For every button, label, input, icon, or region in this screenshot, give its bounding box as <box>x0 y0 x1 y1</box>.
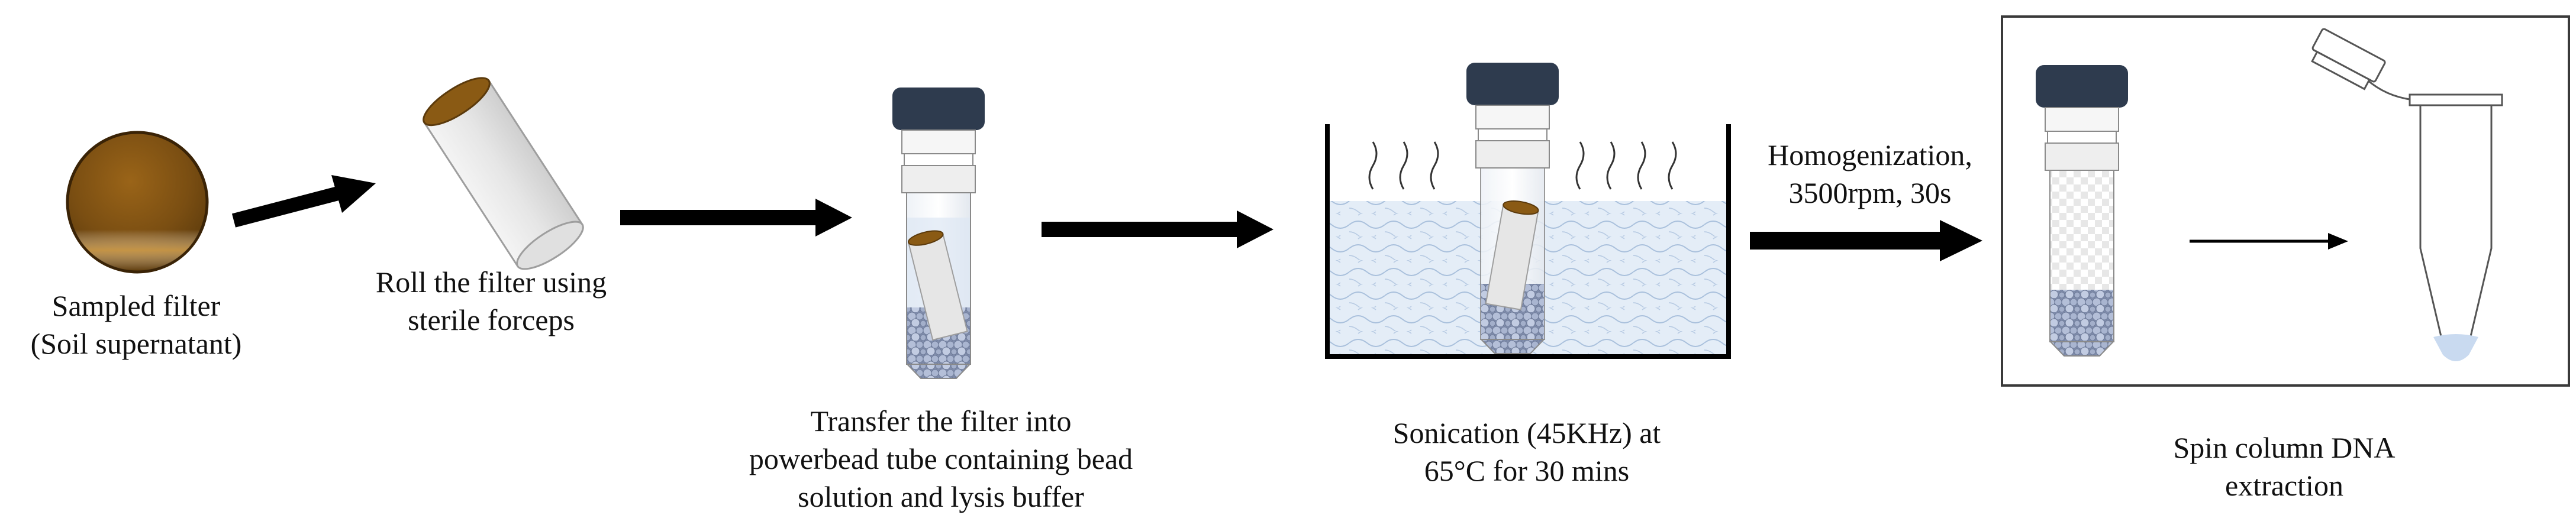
caption-line: 65°C for 30 mins <box>1424 454 1630 487</box>
arrow-4 <box>1750 220 1982 261</box>
caption-line: sterile forceps <box>408 303 575 336</box>
caption-line: Sonication (45KHz) at <box>1392 416 1661 449</box>
caption-line: Homogenization, <box>1768 138 1972 171</box>
caption-line: Spin column DNA <box>2173 431 2396 464</box>
caption-line: Transfer the filter into <box>810 404 1072 438</box>
rolled-filter <box>423 77 584 270</box>
sonication-bath <box>1325 63 1731 359</box>
caption-line: 3500rpm, 30s <box>1788 176 1952 209</box>
caption-sonication: Sonication (45KHz) at 65°C for 30 mins <box>1355 414 1698 490</box>
caption-line: Sampled filter <box>51 289 221 322</box>
caption-homogenization: Homogenization, 3500rpm, 30s <box>1740 136 2000 212</box>
caption-dna-extraction: Spin column DNA extraction <box>2107 429 2462 504</box>
steam-lines <box>1368 141 1677 190</box>
caption-transfer-filter: Transfer the filter into powerbead tube … <box>734 402 1148 516</box>
sampled-filter-disc <box>66 131 209 274</box>
arrow-1 <box>231 175 376 228</box>
caption-line: powerbead tube containing bead <box>749 442 1133 475</box>
arrow-3 <box>1042 210 1274 248</box>
caption-line: Roll the filter using <box>375 265 607 299</box>
caption-line: solution and lysis buffer <box>798 480 1084 513</box>
caption-roll-filter: Roll the filter using sterile forceps <box>355 263 627 339</box>
dna-extraction-frame <box>2001 15 2570 387</box>
caption-line: extraction <box>2225 469 2343 502</box>
arrow-2 <box>620 199 852 237</box>
caption-sampled-filter: Sampled filter (Soil supernatant) <box>24 287 249 362</box>
powerbead-tube <box>892 88 985 379</box>
caption-line: (Soil supernatant) <box>30 327 242 360</box>
